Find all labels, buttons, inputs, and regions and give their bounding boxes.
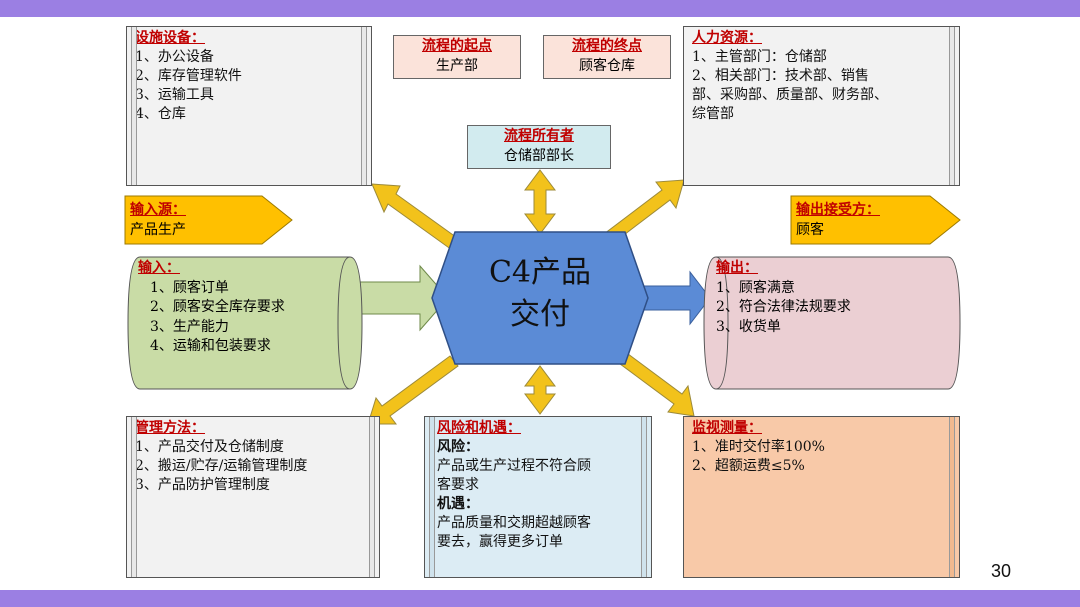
output-receiver-label: 输出接受方： 顾客	[796, 200, 880, 240]
top-band	[0, 0, 1080, 17]
process-end-box: 流程的终点 顾客仓库	[543, 35, 671, 79]
input-item: 2、顾客安全库存要求	[150, 299, 285, 315]
output-text: 输出： 1、顾客满意 2、符合法律法规要求 3、收货单	[716, 259, 851, 337]
human-resources-box: 人力资源： 1、主管部门：仓储部 2、相关部门：技术部、销售 部、采购部、质量部…	[683, 26, 960, 186]
output-item: 1、顾客满意	[716, 279, 795, 296]
opportunity-label: 机遇：	[437, 496, 479, 512]
risk-box: 风险和机遇： 风险： 产品或生产过程不符合顾 客要求 机遇： 产品质量和交期超越…	[424, 416, 652, 578]
output-title: 输出：	[716, 260, 758, 276]
input-title: 输入：	[138, 260, 180, 276]
monitor-item: 2、超额运费≤5%	[692, 458, 805, 474]
owner-title: 流程所有者	[504, 128, 574, 144]
input-source-label: 输入源： 产品生产	[130, 200, 186, 240]
center-label: C4产品 交付	[455, 252, 625, 336]
page-number: 30	[991, 561, 1012, 581]
risk-line: 产品或生产过程不符合顾	[437, 458, 591, 474]
process-end-title: 流程的终点	[572, 38, 642, 54]
input-arrow	[355, 264, 449, 332]
input-item: 3、生产能力	[150, 318, 229, 335]
bottom-band	[0, 590, 1080, 607]
human-line: 2、相关部门：技术部、销售	[692, 68, 869, 84]
input-source-value: 产品生产	[130, 222, 186, 238]
output-item: 3、收货单	[716, 318, 781, 335]
arrow-bottom	[524, 365, 556, 415]
human-line: 综管部	[692, 106, 734, 122]
input-text: 输入： 1、顾客订单 2、顾客安全库存要求 3、生产能力 4、运输和包装要求	[138, 259, 285, 357]
facilities-box: 设施设备： 1、办公设备 2、库存管理软件 3、运输工具 4、仓库	[126, 26, 372, 186]
human-title: 人力资源：	[692, 30, 762, 46]
output-receiver-value: 顾客	[796, 222, 824, 238]
input-source-title: 输入源：	[130, 202, 186, 218]
process-start-title: 流程的起点	[422, 38, 492, 54]
arrow-top	[524, 169, 556, 235]
input-source-tag	[124, 195, 293, 245]
opportunity-line: 产品质量和交期超越顾客	[437, 515, 591, 531]
facilities-item: 3、运输工具	[135, 87, 214, 103]
process-start-value: 生产部	[436, 58, 478, 74]
facilities-title: 设施设备：	[135, 30, 205, 46]
management-title: 管理方法：	[135, 420, 205, 436]
output-receiver-tag	[790, 195, 961, 245]
risk-line: 客要求	[437, 477, 479, 493]
facilities-item: 2、库存管理软件	[135, 68, 242, 84]
management-item: 3、产品防护管理制度	[135, 477, 270, 493]
owner-value: 仓储部部长	[504, 148, 574, 164]
risk-title: 风险和机遇：	[437, 420, 521, 436]
input-item: 1、顾客订单	[150, 279, 229, 296]
owner-box: 流程所有者 仓储部部长	[467, 125, 611, 169]
monitor-item: 1、准时交付率100%	[692, 439, 825, 455]
risk-label: 风险：	[437, 439, 479, 455]
management-box: 管理方法： 1、产品交付及仓储制度 2、搬运/贮存/运输管理制度 3、产品防护管…	[126, 416, 380, 578]
output-receiver-title: 输出接受方：	[796, 202, 880, 218]
output-item: 2、符合法律法规要求	[716, 299, 851, 315]
arrow-top-left	[371, 183, 461, 251]
center-line-1: C4产品	[488, 255, 592, 290]
monitoring-box: 监视测量： 1、准时交付率100% 2、超额运费≤5%	[683, 416, 960, 578]
center-line-2: 交付	[510, 297, 570, 332]
arrow-bottom-left	[367, 355, 459, 425]
opportunity-line: 要去，赢得更多订单	[437, 534, 563, 550]
human-line: 1、主管部门：仓储部	[692, 49, 827, 65]
management-item: 2、搬运/贮存/运输管理制度	[135, 458, 308, 474]
center-hexagon	[431, 231, 649, 365]
human-line: 部、采购部、质量部、财务部、	[692, 87, 888, 103]
facilities-item: 1、办公设备	[135, 49, 214, 65]
output-cylinder	[703, 256, 961, 390]
management-item: 1、产品交付及仓储制度	[135, 439, 284, 455]
input-item: 4、运输和包装要求	[150, 338, 271, 354]
facilities-item: 4、仓库	[135, 106, 186, 122]
process-start-box: 流程的起点 生产部	[393, 35, 521, 79]
monitor-title: 监视测量：	[692, 420, 762, 436]
process-end-value: 顾客仓库	[579, 58, 635, 74]
